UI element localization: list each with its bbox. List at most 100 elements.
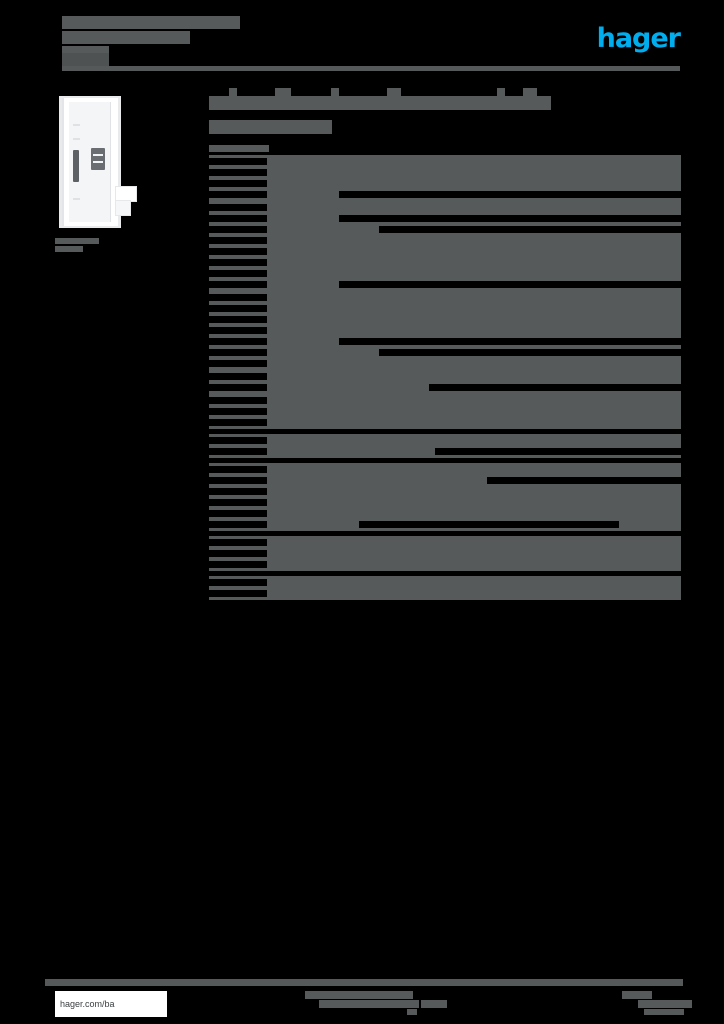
redacted-text xyxy=(209,419,267,426)
table-cell-value xyxy=(339,576,681,600)
table-cell-value xyxy=(339,536,681,571)
redacted-text xyxy=(339,191,724,198)
product-slot-right xyxy=(91,148,105,170)
redacted-text xyxy=(209,169,267,176)
table-cell-key xyxy=(209,394,339,429)
table-gap-cell xyxy=(209,429,681,434)
table-row-gap xyxy=(209,429,681,434)
redacted-text xyxy=(209,145,269,152)
redacted-text xyxy=(421,1000,447,1008)
specification-table-body xyxy=(209,142,724,600)
table-row xyxy=(209,370,724,394)
product-detail-tick xyxy=(73,138,80,140)
redacted-text xyxy=(429,384,724,391)
table-row-gap xyxy=(209,458,681,463)
redacted-text xyxy=(275,88,291,96)
table-row xyxy=(209,536,681,571)
redacted-text xyxy=(209,215,267,222)
redacted-text xyxy=(209,510,267,517)
page-title xyxy=(209,88,681,110)
table-cell-key xyxy=(209,155,339,201)
redacted-text xyxy=(209,408,267,415)
redacted-text xyxy=(209,437,267,444)
specification-table xyxy=(209,142,724,600)
redacted-text xyxy=(209,305,267,312)
table-gap-cell xyxy=(209,571,681,576)
redacted-text xyxy=(523,88,537,96)
table-cell-value xyxy=(339,201,724,291)
page-footer: hager.com/ba xyxy=(0,975,724,1024)
redacted-text xyxy=(638,1000,692,1008)
product-detail-tick xyxy=(73,198,80,200)
redacted-text xyxy=(209,373,267,380)
table-row xyxy=(209,201,724,291)
redacted-text xyxy=(209,294,267,301)
hager-logo: hager xyxy=(582,23,681,54)
redacted-text xyxy=(209,248,267,255)
redacted-text xyxy=(55,246,83,252)
table-row xyxy=(209,434,724,458)
left-column xyxy=(55,88,175,252)
page-header: hager xyxy=(0,0,724,78)
redacted-text xyxy=(209,466,267,473)
redacted-text xyxy=(387,88,401,96)
table-gap-cell xyxy=(209,458,681,463)
product-detail-tick xyxy=(73,124,80,126)
redacted-text xyxy=(209,360,267,367)
product-photo xyxy=(55,88,145,233)
document-title xyxy=(62,16,252,59)
redacted-text xyxy=(339,215,719,222)
hager-logo-text: hager xyxy=(596,23,681,54)
footer-rule xyxy=(45,979,683,986)
redacted-text xyxy=(209,281,267,288)
table-cell-key xyxy=(209,463,339,531)
redacted-text xyxy=(319,1000,419,1008)
table-cell-value xyxy=(339,370,724,394)
table-cell-key xyxy=(209,370,339,394)
redacted-text xyxy=(209,180,267,187)
table-cell-value xyxy=(339,291,713,370)
redacted-text xyxy=(209,259,267,266)
redacted-text xyxy=(339,338,697,345)
redacted-text xyxy=(209,488,267,495)
redacted-text xyxy=(331,88,339,96)
redacted-text xyxy=(209,448,267,455)
redacted-text xyxy=(379,226,719,233)
redacted-text xyxy=(379,349,713,356)
redacted-text xyxy=(209,338,267,345)
table-row xyxy=(209,155,724,201)
redacted-text xyxy=(209,158,267,165)
footer-page-number xyxy=(622,991,694,1015)
redacted-text xyxy=(209,191,267,198)
redacted-text xyxy=(209,397,267,404)
redacted-text xyxy=(209,590,267,597)
product-slot-left xyxy=(73,150,79,182)
product-connector-lower xyxy=(115,200,131,216)
footer-center-text xyxy=(305,991,450,1015)
table-cell-key xyxy=(209,291,339,370)
redacted-text xyxy=(55,238,99,244)
footer-website-link[interactable]: hager.com/ba xyxy=(55,991,167,1017)
table-row-gap xyxy=(209,531,681,536)
redacted-text xyxy=(209,499,267,506)
table-cell-value xyxy=(339,394,681,429)
redacted-text xyxy=(62,16,240,29)
redacted-text xyxy=(209,477,267,484)
table-cell-key xyxy=(209,536,339,571)
table-row xyxy=(209,394,681,429)
redacted-text xyxy=(209,521,267,528)
main-content xyxy=(209,88,724,600)
redacted-text xyxy=(407,1009,417,1015)
redacted-text xyxy=(209,579,267,586)
table-gap-cell xyxy=(209,531,681,536)
redacted-text xyxy=(209,327,267,334)
redacted-text xyxy=(209,204,267,211)
header-rule xyxy=(62,66,680,71)
table-cell-key xyxy=(209,142,339,155)
table-cell-key xyxy=(209,576,339,600)
table-cell-key xyxy=(209,434,339,458)
redacted-text xyxy=(435,448,724,455)
redacted-text xyxy=(622,991,652,999)
table-cell-value xyxy=(339,434,724,458)
